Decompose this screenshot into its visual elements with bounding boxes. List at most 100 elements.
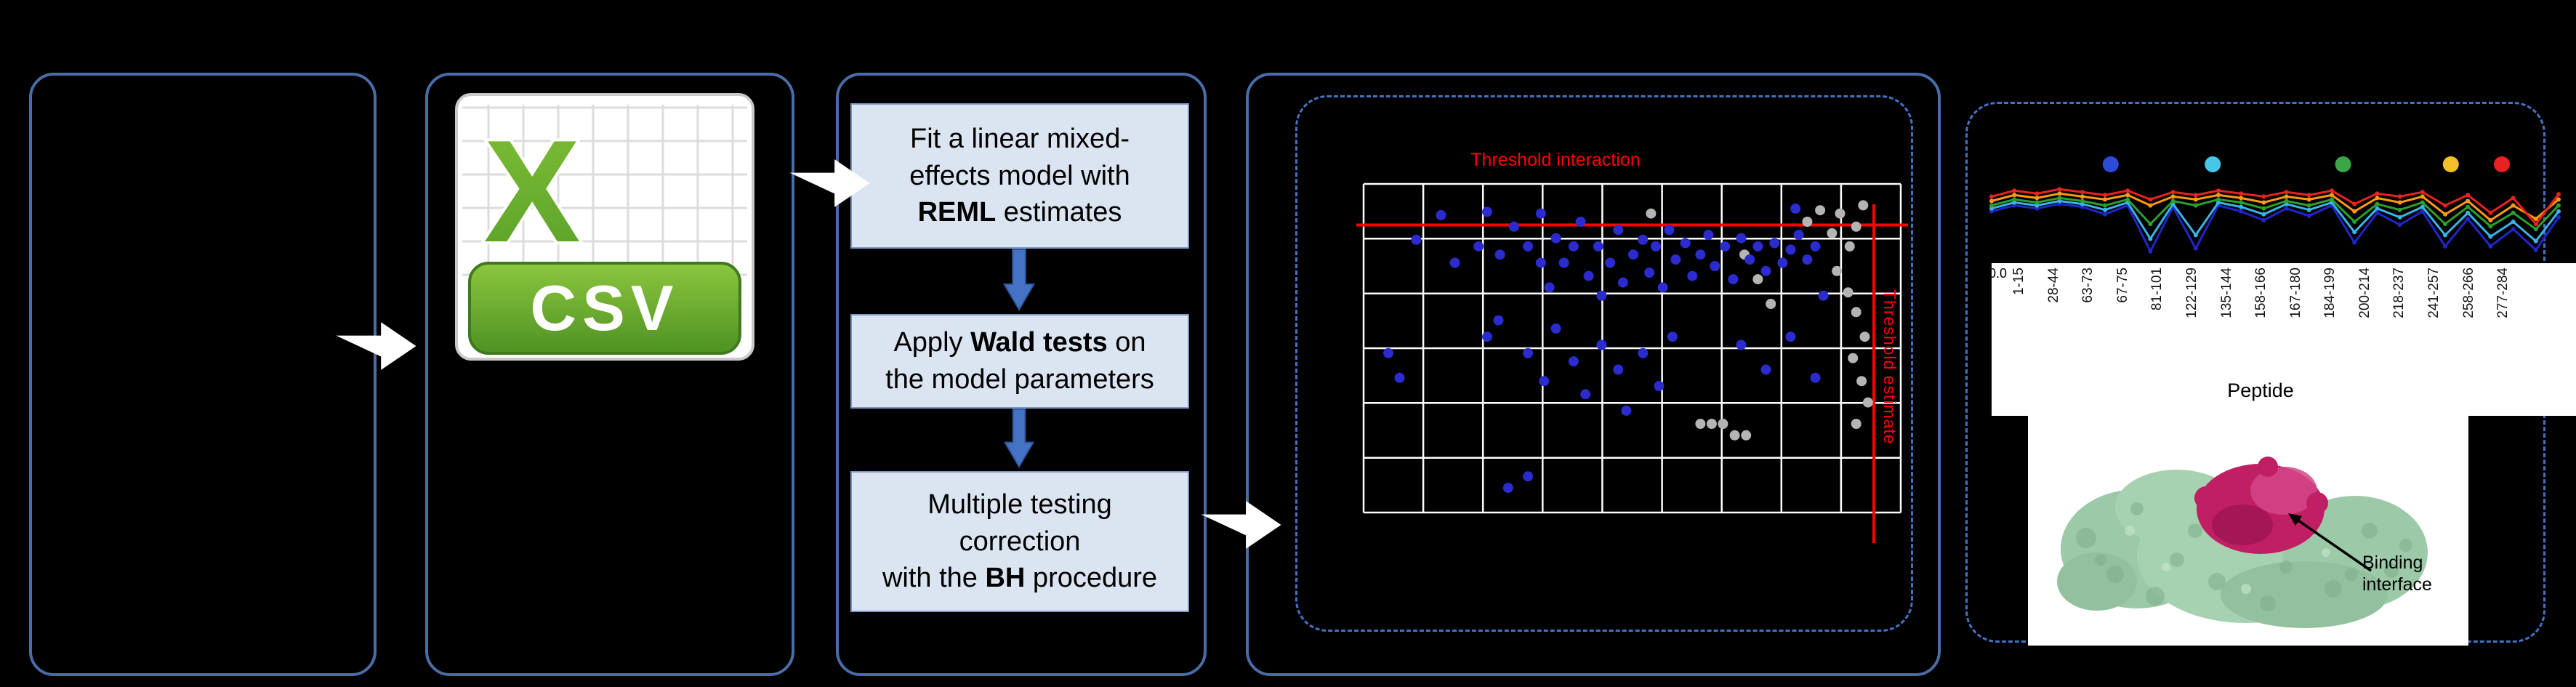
flow-arrow-right-2 [789, 159, 870, 207]
scatter-point-blue [1544, 282, 1555, 293]
scatter-point-gray [1827, 228, 1838, 238]
scatter-point-blue [1810, 241, 1821, 252]
profile-axis-area [1992, 263, 2576, 416]
step-text-segment: correction [959, 526, 1081, 557]
profile-series-marker [2261, 194, 2266, 199]
profile-series-green [1991, 196, 2560, 231]
profile-series-marker [2466, 198, 2471, 204]
profile-series-marker [2125, 197, 2130, 202]
profile-series-marker [2261, 218, 2266, 222]
scatter-point-blue [1411, 234, 1422, 245]
step-text-line: the model parameters [885, 361, 1154, 398]
scatter-point-gray [1844, 241, 1855, 252]
peptide-tick-label: 1-15 [2011, 268, 2027, 296]
step-text-line: REML estimates [918, 194, 1122, 231]
profile-series-marker [2148, 203, 2153, 208]
profile-series-marker [2239, 191, 2244, 196]
profile-series-marker [2443, 212, 2447, 217]
profile-series-marker [2284, 198, 2289, 204]
profile-series-marker [2148, 249, 2153, 254]
scatter-point-blue [1728, 274, 1739, 285]
scatter-point-blue [1568, 356, 1579, 367]
scatter-point-blue [1793, 230, 1804, 241]
scatter-point-blue [1494, 249, 1505, 260]
profile-series-marker [2443, 233, 2447, 238]
profile-series-marker [2170, 194, 2175, 199]
scatter-point-gray [1835, 208, 1846, 219]
peptide-tick-label: 184-199 [2322, 268, 2338, 318]
peptide-tick-label: 135-144 [2218, 268, 2234, 318]
profile-series-marker [2080, 201, 2085, 206]
profile-series-marker [2466, 204, 2471, 209]
volcano-scatter-plot [1356, 182, 1908, 543]
scatter-point-gray [1851, 221, 1861, 232]
profile-series-marker [2375, 210, 2380, 215]
scatter-point-blue [1550, 323, 1561, 334]
scatter-point-gray [1832, 265, 1843, 276]
scatter-point-blue [1473, 241, 1484, 252]
csv-file-icon: X CSV [455, 93, 754, 361]
profile-series-marker [2420, 190, 2425, 195]
step-multiple-testing: Multiple testing correction with the BH … [850, 471, 1189, 612]
profile-series-marker [2284, 201, 2289, 206]
scatter-point-blue [1535, 257, 1546, 268]
scatter-point-gray [1802, 217, 1813, 227]
scatter-point-gray [1646, 208, 1657, 219]
profile-series-marker [2488, 218, 2493, 222]
csv-banner-label: CSV [531, 272, 680, 344]
step-text-segment: procedure [1025, 563, 1158, 594]
scatter-point-blue [1703, 230, 1714, 241]
profile-series-marker [2420, 200, 2425, 205]
profile-series-marker [2170, 190, 2175, 195]
scatter-point-blue [1638, 234, 1649, 245]
profile-series-marker [2375, 191, 2380, 196]
scatter-point-blue [1593, 241, 1603, 252]
scatter-threshold-title: Threshold interaction [1470, 150, 1641, 170]
profile-series-marker [2556, 214, 2561, 220]
scatter-point-gray [1718, 419, 1728, 429]
profile-series-marker [2216, 197, 2221, 202]
profile-series-marker [2352, 240, 2357, 245]
profile-series-marker [2034, 206, 2040, 211]
peptide-tick-label: 81-101 [2149, 268, 2165, 311]
step-text-segment: Apply [893, 327, 971, 358]
scatter-point-blue [1670, 254, 1681, 265]
profile-series-marker [2443, 222, 2447, 227]
scatter-point-blue [1596, 290, 1607, 301]
profile-series-marker [2057, 187, 2062, 192]
step-text-line: with the BH procedure [882, 560, 1157, 597]
profile-series-marker [2193, 233, 2198, 238]
profile-series-marker [2488, 210, 2493, 215]
profile-series-marker [2012, 188, 2017, 193]
scatter-point-blue [1736, 233, 1747, 244]
profile-series-marker [1989, 194, 1994, 199]
excel-x-glyph: X [483, 111, 580, 273]
step-text-line: Apply Wald tests on [893, 324, 1146, 361]
arrow-shape [1201, 501, 1281, 549]
step-fit-model: Fit a linear mixed- effects model with R… [850, 103, 1189, 249]
scatter-point-blue [1664, 225, 1675, 236]
profile-legend-dot [2442, 156, 2459, 172]
step-text-line: Multiple testing [927, 486, 1111, 523]
scatter-point-blue [1790, 203, 1801, 214]
profile-series-marker [2239, 209, 2244, 214]
scatter-dashed-frame [1295, 95, 1913, 632]
profile-series-marker [2284, 194, 2289, 199]
flow-arrow-right-1 [336, 322, 416, 370]
profile-series-red [1991, 188, 2560, 226]
profile-series-marker [2306, 193, 2311, 198]
profile-series-marker [2352, 220, 2357, 224]
step-text-line: correction [959, 523, 1081, 561]
binding-interface-magenta [2194, 457, 2328, 554]
step-text-segment: REML [917, 197, 997, 228]
scatter-point-blue [1605, 257, 1616, 268]
scatter-point-gray [1856, 376, 1867, 387]
flow-arrow-down-2 [1003, 409, 1035, 468]
profile-series-marker [2306, 207, 2311, 212]
profile-series-marker [2420, 194, 2425, 199]
binding-label-line2: interface [2362, 574, 2432, 595]
scatter-point-blue [1785, 332, 1796, 342]
profile-series-marker [2533, 227, 2538, 232]
scatter-point-blue [1680, 238, 1691, 249]
profile-series-marker [2125, 188, 2130, 193]
